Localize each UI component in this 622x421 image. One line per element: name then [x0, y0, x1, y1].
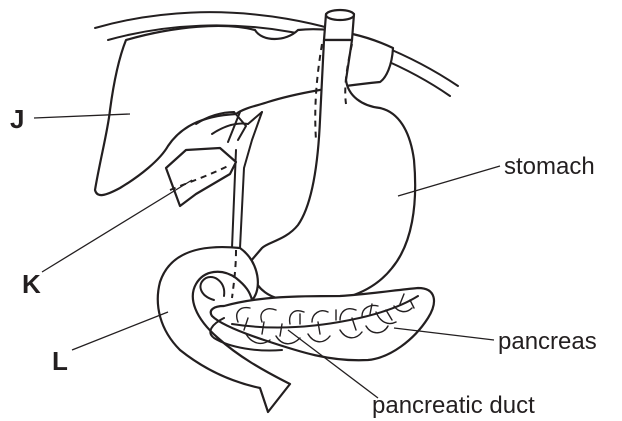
label-l: L — [52, 346, 68, 376]
duodenum-inner-loop — [200, 277, 224, 300]
label-stomach: stomach — [504, 153, 595, 180]
label-j: J — [10, 104, 24, 134]
leader-k — [42, 180, 192, 272]
label-pancreas: pancreas — [498, 328, 597, 355]
leader-l — [72, 312, 168, 350]
label-pancreatic-duct: pancreatic duct — [372, 392, 535, 419]
label-k: K — [22, 269, 41, 299]
oesophagus — [324, 10, 354, 40]
